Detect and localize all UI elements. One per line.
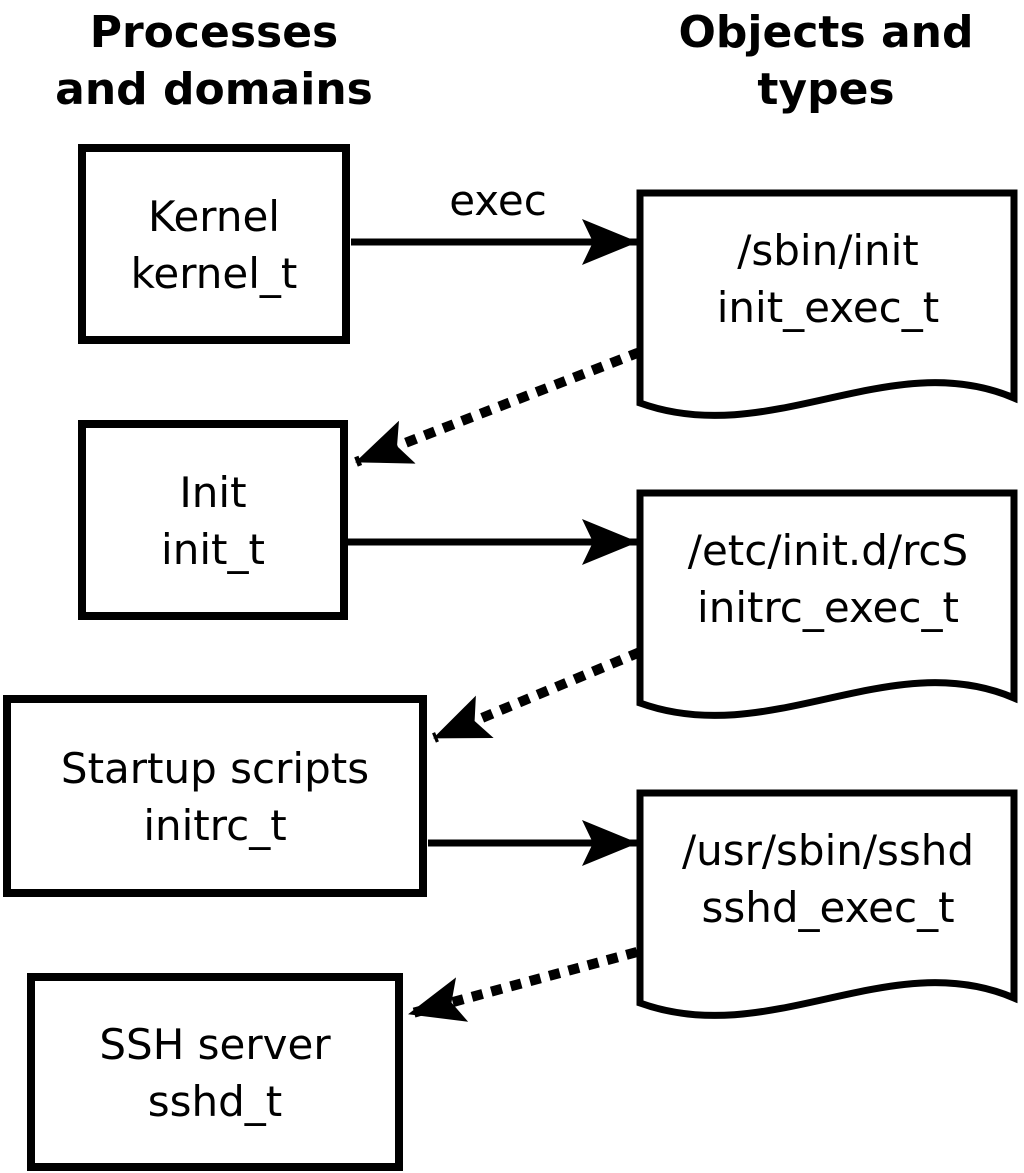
process-label-ssh-server: SSH server sshd_t xyxy=(27,1016,403,1130)
column-header-objects-and-types: Objects and types xyxy=(678,7,974,115)
process-node-init xyxy=(78,420,348,620)
object-file-type: init_exec_t xyxy=(716,283,940,332)
process-node-ssh-server xyxy=(27,973,403,1171)
object-label-etc-initd-rcs: /etc/init.d/rcS initrc_exec_t xyxy=(642,522,1014,636)
process-label-init: Init init_t xyxy=(78,464,348,578)
transition-arrow-initrc-exec-to-initrc xyxy=(432,647,642,743)
object-path: /sbin/init xyxy=(737,226,919,275)
transition-arrow-init-exec-to-init xyxy=(354,347,642,467)
object-node-etc-initd-rcs xyxy=(636,489,1018,719)
process-name: SSH server xyxy=(99,1020,331,1069)
process-node-startup-scripts xyxy=(3,695,427,897)
process-domain-type: sshd_t xyxy=(147,1077,283,1126)
object-path: /etc/init.d/rcS xyxy=(687,526,969,575)
object-file-type: initrc_exec_t xyxy=(697,583,959,632)
process-label-startup-scripts: Startup scripts initrc_t xyxy=(3,740,427,854)
process-domain-type: init_t xyxy=(161,525,265,574)
process-node-kernel xyxy=(78,144,350,344)
process-name: Startup scripts xyxy=(60,744,370,793)
process-domain-type: initrc_t xyxy=(143,801,287,850)
object-node-usr-sbin-sshd xyxy=(636,789,1018,1019)
process-name: Init xyxy=(179,468,247,517)
object-label-sbin-init: /sbin/init init_exec_t xyxy=(642,222,1014,336)
process-name: Kernel xyxy=(148,192,280,241)
process-domain-type: kernel_t xyxy=(130,249,298,298)
object-label-usr-sbin-sshd: /usr/sbin/sshd sshd_exec_t xyxy=(642,822,1014,936)
column-header-processes-and-domains: Processes and domains xyxy=(55,7,373,115)
exec-arrow-label: exec xyxy=(449,176,547,225)
object-path: /usr/sbin/sshd xyxy=(681,826,975,875)
transition-arrow-sshd-exec-to-sshd xyxy=(407,947,639,1022)
object-node-sbin-init xyxy=(636,189,1018,419)
process-label-kernel: Kernel kernel_t xyxy=(78,188,350,302)
object-file-type: sshd_exec_t xyxy=(701,883,955,932)
